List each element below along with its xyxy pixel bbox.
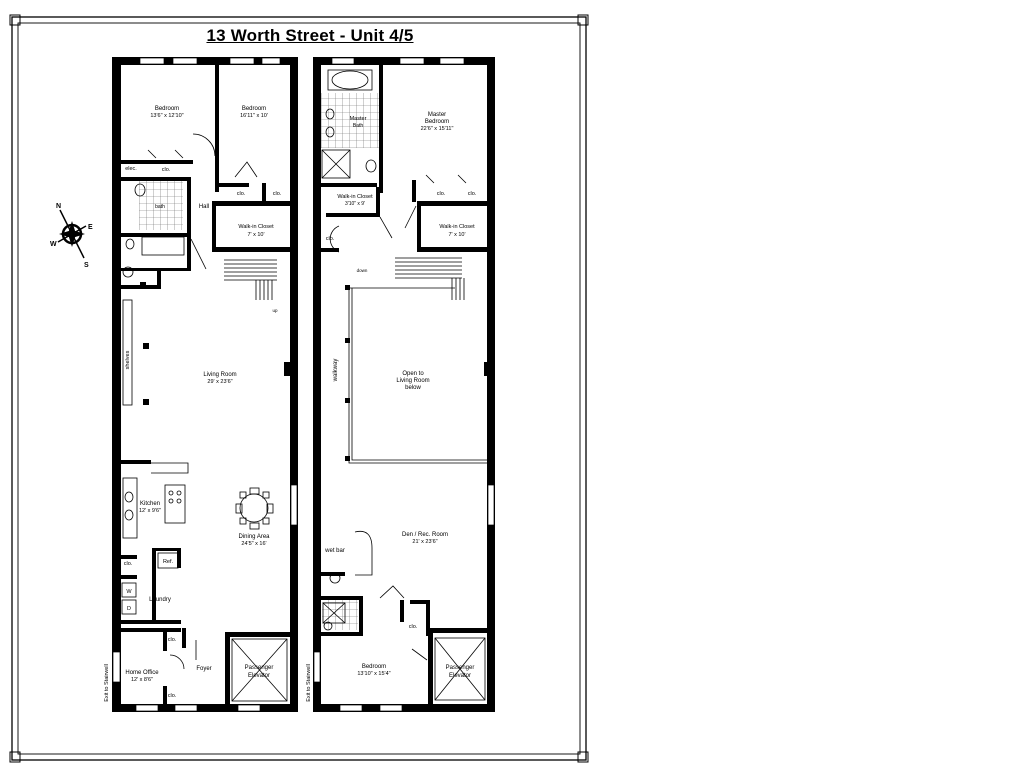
open-below-line-3: below (405, 385, 421, 391)
upper-closet-label-4: clo. (409, 624, 418, 630)
walkway-label: walkway (333, 359, 339, 383)
open-below-line-2: Living Room (396, 378, 429, 384)
bedroom-2-name: Bedroom (242, 106, 266, 112)
walkin-closet-1-name: Walk-in Closet (337, 194, 373, 200)
open-below-line-1: Open to (402, 371, 424, 377)
compass-s: S (84, 262, 89, 269)
elec-label: elec. (125, 166, 137, 172)
closet-label-5: clo. (168, 637, 177, 643)
closet-label-6: clo. (168, 693, 177, 699)
laundry-label: Laundry (149, 597, 171, 603)
closet-label-2: clo. (237, 191, 246, 197)
master-bath-line-2: Bath (353, 123, 364, 129)
walkin-closet-1-size: 3'10" x 9' (345, 201, 365, 207)
upper-stairwell-exit-label: Exit to Stairwell (306, 664, 312, 702)
den-size: 21' x 23'6" (412, 539, 437, 545)
ref-label: Ref. (163, 559, 174, 565)
closet-label-3: clo. (273, 191, 282, 197)
master-bedroom-size: 22'6" x 15'11" (421, 126, 454, 132)
master-bath-name: Master (350, 116, 367, 122)
upper-closet-label-2: clo. (468, 191, 477, 197)
upper-closet-label-3: clo. (326, 236, 335, 242)
plan-title: 13 Worth Street - Unit 4/5 (206, 26, 414, 45)
home-office-name: Home Office (125, 670, 159, 676)
walkin-closet-name: Walk-in Closet (238, 224, 274, 230)
walkin-closet-2-size: 7' x 10' (448, 232, 465, 238)
elevator-line-1: Passenger (245, 665, 274, 671)
closet-label-4: clo. (124, 561, 133, 567)
down-label: down (357, 268, 368, 273)
compass-rose-icon: N S E W (50, 203, 93, 269)
hall-label: Hall (199, 204, 209, 210)
washer-label: W (126, 589, 132, 595)
bath-label: bath (155, 204, 165, 210)
upper-bedroom-size: 13'10" x 15'4" (357, 671, 390, 677)
home-office-size: 12' x 8'6" (131, 677, 153, 683)
upper-elevator-line-1: Passenger (446, 665, 475, 671)
walkin-closet-2-name: Walk-in Closet (439, 224, 475, 230)
foyer-label: Foyer (196, 666, 211, 672)
dryer-label: D (127, 606, 131, 612)
living-room-size: 29' x 23'6" (207, 379, 232, 385)
dining-area-name: Dining Area (238, 534, 270, 540)
upper-closet-label-1: clo. (437, 191, 446, 197)
kitchen-name: Kitchen (140, 501, 160, 507)
compass-e: E (88, 224, 93, 231)
den-name: Den / Rec. Room (402, 532, 448, 538)
compass-w: W (50, 241, 57, 248)
master-bedroom-line-2: Bedroom (425, 119, 449, 125)
dining-area-size: 24'5" x 16' (241, 541, 266, 547)
elevator-line-2: Elevator (248, 673, 270, 679)
page-border (9, 14, 589, 763)
closet-label-1: clo. (162, 167, 171, 173)
upper-elevator-line-2: Elevator (449, 673, 471, 679)
wet-bar-label: wet bar (324, 548, 345, 554)
floor-plan-lower-level: Bedroom 13'6" x 12'10" Bedroom 16'11" x … (104, 57, 298, 712)
bedroom-1-size: 13'6" x 12'10" (150, 113, 183, 119)
walkin-closet-size: 7' x 10' (247, 232, 264, 238)
bedroom-2-size: 16'11" x 10' (240, 113, 268, 119)
stairwell-exit-label: Exit to Stairwell (104, 664, 110, 702)
living-room-name: Living Room (203, 372, 236, 378)
compass-n: N (56, 203, 61, 210)
master-bedroom-name: Master (428, 112, 446, 118)
floor-plan-upper-level: Master Bath Master Bedroom 22'6" x 15'11… (306, 57, 495, 712)
shelves-label: shelves (125, 350, 131, 369)
bedroom-1-name: Bedroom (155, 106, 179, 112)
upper-bedroom-name: Bedroom (362, 664, 386, 670)
up-label: up (272, 308, 278, 313)
kitchen-size: 12' x 9'6" (139, 508, 161, 514)
